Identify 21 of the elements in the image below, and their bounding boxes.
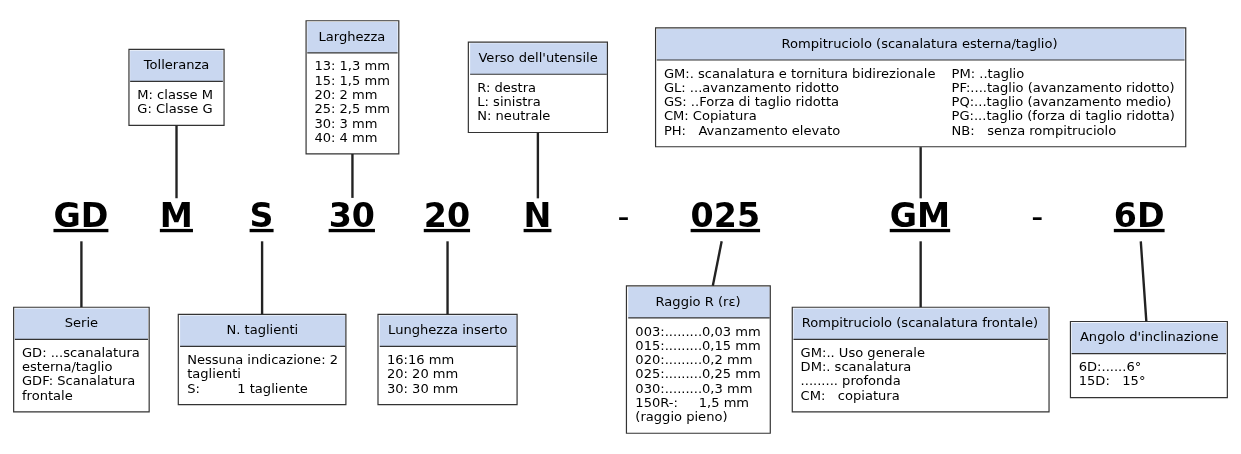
connector	[1139, 241, 1148, 322]
label: -	[617, 197, 630, 237]
node-text: 30	[328, 195, 375, 235]
node-text: 20	[423, 195, 471, 235]
node-text: M	[159, 195, 193, 235]
connector	[351, 154, 354, 198]
node-text: GM	[889, 195, 951, 235]
connector	[260, 241, 264, 315]
connector	[446, 241, 449, 315]
node-text: GD	[53, 195, 109, 235]
connector	[919, 241, 922, 308]
connector	[80, 241, 83, 308]
node-text: N	[523, 195, 552, 235]
connector	[175, 125, 178, 199]
node-text: S	[249, 195, 274, 235]
node-text: 6D	[1113, 195, 1165, 235]
node-text: 025	[690, 195, 761, 235]
connector	[919, 147, 922, 199]
label: -	[1031, 197, 1044, 237]
connector	[711, 241, 723, 286]
connector	[536, 132, 540, 199]
